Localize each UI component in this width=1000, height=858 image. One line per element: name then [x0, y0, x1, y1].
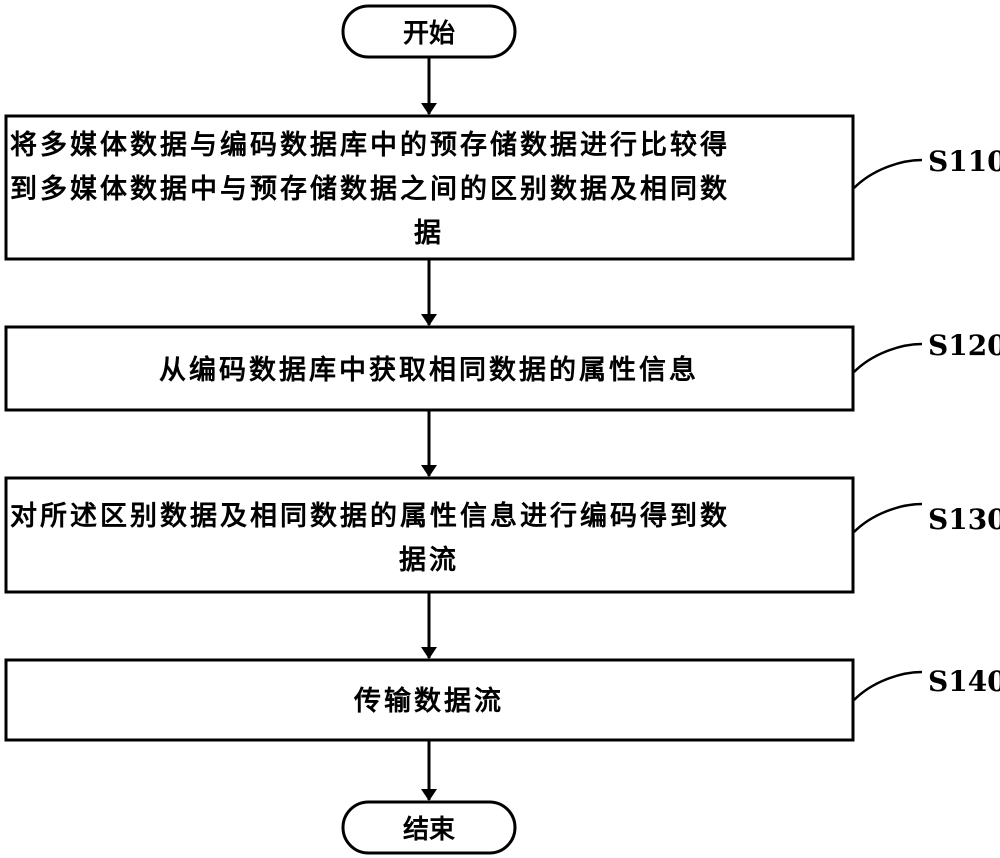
step-s130-line-1: 对所述区别数据及相同数据的属性信息进行编码得到数 [10, 500, 730, 532]
step-s130-box [4, 476, 855, 594]
step-s140-leader [853, 670, 923, 701]
step-s110: 将多媒体数据与编码数据库中的预存储数据进行比较得 到多媒体数据中与预存储数据之间… [4, 114, 1000, 261]
step-s120-leader [853, 342, 923, 373]
step-s110-leader [853, 158, 923, 189]
end-terminal: 结束 [341, 800, 517, 855]
step-s130-leader [853, 502, 923, 533]
step-s120-id: S120 [928, 329, 1000, 362]
step-s130-line-2: 据流 [399, 545, 459, 576]
start-terminal: 开始 [341, 4, 517, 59]
step-s110-line-2: 到多媒体数据中与预存储数据之间的区别数据及相同数 [10, 173, 730, 205]
step-s130: 对所述区别数据及相同数据的属性信息进行编码得到数 据流 S130 [4, 476, 1000, 594]
step-s120: 从编码数据库中获取相同数据的属性信息 S120 [4, 325, 1000, 412]
end-label: 结束 [403, 814, 456, 845]
start-terminal-shape [341, 4, 517, 59]
end-terminal-shape [341, 800, 517, 855]
step-s140-id: S140 [928, 665, 1000, 698]
step-s130-id: S130 [928, 503, 1000, 536]
step-s110-line-3: 据 [414, 218, 444, 249]
step-s140-box [4, 658, 855, 742]
step-s140: 传输数据流 S140 [4, 658, 1000, 742]
step-s120-line-1: 从编码数据库中获取相同数据的属性信息 [159, 354, 699, 386]
step-s110-id: S110 [928, 145, 1000, 178]
start-label: 开始 [403, 19, 455, 49]
step-s120-box [4, 325, 855, 412]
step-s110-line-1: 将多媒体数据与编码数据库中的预存储数据进行比较得 [10, 129, 730, 161]
step-s140-line-1: 传输数据流 [353, 685, 504, 717]
step-s110-box [4, 114, 855, 261]
